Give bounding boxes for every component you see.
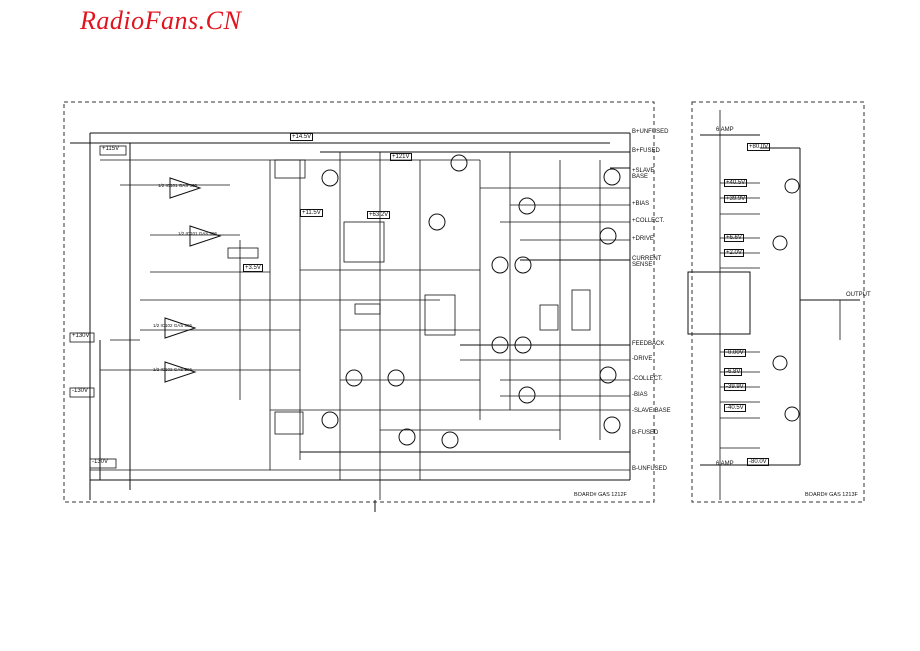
ic-label-3: 1/2 IC102 GAS 506 bbox=[153, 323, 193, 328]
opamp-4 bbox=[164, 361, 197, 383]
board-left-label: BOARD# GAS 1212F bbox=[574, 492, 627, 498]
opamp-1 bbox=[169, 177, 202, 199]
ic-label-1: 1/2 IC101 GAS 506 bbox=[158, 183, 198, 188]
left-transistors bbox=[321, 154, 621, 449]
ic-opamps bbox=[164, 177, 222, 383]
out-collect: +COLLECT. bbox=[632, 218, 665, 224]
voltage-tag: +63.2V bbox=[367, 211, 391, 219]
out-drive: +DRIVE bbox=[632, 236, 654, 242]
out-b-neg-fused: B-FUSED bbox=[632, 430, 659, 436]
ic-label-2: 1/2 IC101 GAS 506 bbox=[178, 231, 218, 236]
out-neg-drive: -DRIVE bbox=[632, 356, 653, 362]
board-right-outline bbox=[691, 101, 865, 503]
rvt: -80.0V bbox=[747, 458, 769, 466]
rvt: -0.00V bbox=[724, 349, 746, 357]
out-b-neg-unfused: B-UNFUSED bbox=[632, 466, 668, 472]
fuse-bottom-label: 6 AMP bbox=[716, 461, 734, 467]
rvt: +6.6V bbox=[724, 234, 744, 242]
opamp-2 bbox=[189, 225, 222, 247]
out-bias: +BIAS bbox=[632, 201, 650, 207]
fuse-top-label: 6 AMP bbox=[716, 127, 734, 133]
rail-tag-4: -130V bbox=[92, 459, 109, 465]
ic-label-4: 1/2 IC102 GAS 506 bbox=[153, 367, 193, 372]
voltage-tag: +14.5V bbox=[290, 133, 314, 141]
out-slave-base: +SLAVE BASE bbox=[632, 168, 655, 180]
rvt: +40.5V bbox=[724, 179, 748, 187]
board-right-label: BOARD# GAS 1213F bbox=[805, 492, 858, 498]
out-neg-bias: -BIAS bbox=[632, 392, 648, 398]
out-b-unfused: B+UNFUSED bbox=[632, 129, 669, 135]
rvt: +2.0V bbox=[724, 249, 744, 257]
voltage-tag: +3.5V bbox=[243, 264, 263, 272]
out-b-fused: B+FUSED bbox=[632, 148, 660, 154]
rvt: +80.0V bbox=[747, 143, 771, 151]
rvt: -40.5V bbox=[724, 404, 746, 412]
left-rail-tags bbox=[69, 145, 127, 469]
board-left-outline bbox=[63, 101, 655, 503]
rvt: -39.9V bbox=[724, 383, 746, 391]
left-resistors bbox=[227, 159, 591, 435]
out-neg-collect: -COLLECT. bbox=[632, 376, 663, 382]
voltage-tag: +121V bbox=[390, 153, 412, 161]
rail-tag-2: +130V bbox=[72, 333, 90, 339]
rail-tag-1: +115V bbox=[102, 146, 120, 152]
rail-tag-3: -130V bbox=[72, 388, 89, 394]
right-board-wiring bbox=[687, 110, 860, 500]
opamp-3 bbox=[164, 317, 197, 339]
bias-ic-block bbox=[687, 271, 751, 335]
radiofans-logo: RadioFans.CN bbox=[80, 6, 242, 35]
output-label: OUTPUT bbox=[846, 292, 871, 298]
left-board-wiring bbox=[70, 132, 631, 512]
voltage-tag: +11.5V bbox=[300, 209, 323, 217]
rvt: +39.9V bbox=[724, 195, 748, 203]
out-current-sense: CURRENT SENSE bbox=[632, 256, 662, 268]
out-feedback: FEEDBACK bbox=[632, 341, 665, 347]
out-neg-slave-base: -SLAVE BASE bbox=[632, 408, 671, 414]
rvt: -6.8V bbox=[724, 368, 743, 376]
